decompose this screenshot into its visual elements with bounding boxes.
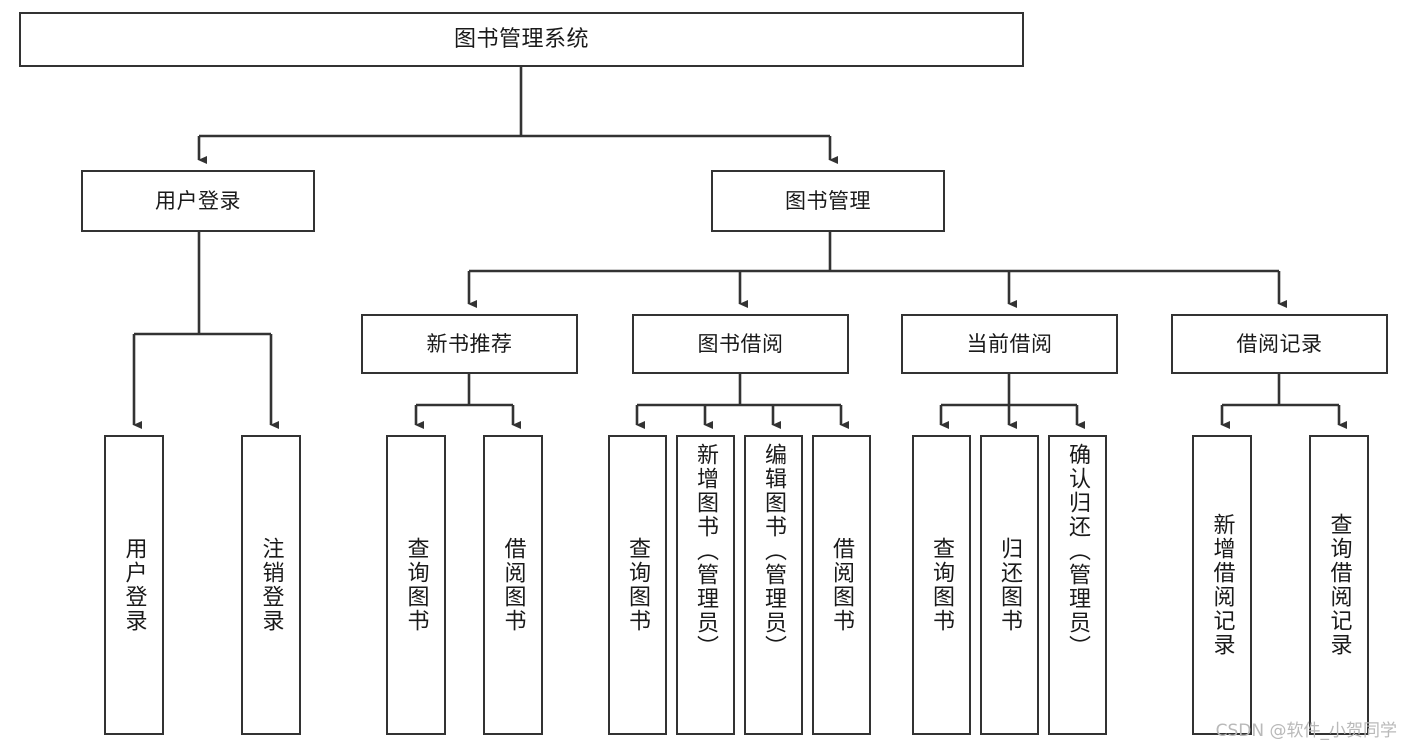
node-label: 查询图书 (403, 537, 429, 633)
node-label: 确认归还（管理员） (1065, 443, 1091, 659)
leaf-record-query-borrow-record[interactable]: 查询借阅记录 (1309, 435, 1369, 735)
node-current-borrow[interactable]: 当前借阅 (901, 314, 1118, 374)
leaf-current-return-book[interactable]: 归还图书 (980, 435, 1039, 735)
node-label: 新增图书（管理员） (693, 443, 719, 659)
node-label: 新增借阅记录 (1209, 513, 1235, 657)
leaf-user-login-signout[interactable]: 注销登录 (241, 435, 301, 735)
node-book-management[interactable]: 图书管理 (711, 170, 945, 232)
leaf-record-add-borrow-record[interactable]: 新增借阅记录 (1192, 435, 1252, 735)
node-book-borrow[interactable]: 图书借阅 (632, 314, 849, 374)
node-label: 当前借阅 (966, 331, 1053, 356)
leaf-borrow-borrow-book[interactable]: 借阅图书 (812, 435, 871, 735)
leaf-user-login-signin[interactable]: 用户登录 (104, 435, 164, 735)
node-label: 新书推荐 (426, 331, 513, 356)
node-label: 借阅图书 (500, 537, 526, 633)
node-label: 注销登录 (258, 537, 284, 633)
node-label: 查询图书 (625, 537, 651, 633)
leaf-borrow-query-book[interactable]: 查询图书 (608, 435, 667, 735)
node-label: 编辑图书（管理员） (761, 443, 787, 659)
csdn-watermark: CSDN @软件_小贺同学 (1215, 721, 1397, 741)
node-borrow-record[interactable]: 借阅记录 (1171, 314, 1388, 374)
node-label: 用户登录 (121, 537, 147, 633)
node-new-book-recommend[interactable]: 新书推荐 (361, 314, 578, 374)
node-user-login[interactable]: 用户登录 (81, 170, 315, 232)
node-label: 图书管理系统 (453, 26, 589, 52)
leaf-current-confirm-return-admin[interactable]: 确认归还（管理员） (1048, 435, 1107, 735)
node-label: 图书借阅 (697, 331, 784, 356)
node-label: 图书管理 (785, 188, 871, 213)
node-label: 借阅记录 (1236, 331, 1323, 356)
node-label: 查询图书 (929, 537, 955, 633)
leaf-current-query-book[interactable]: 查询图书 (912, 435, 971, 735)
leaf-new-book-query-book[interactable]: 查询图书 (386, 435, 446, 735)
node-label: 归还图书 (997, 537, 1023, 633)
node-root-book-management-system[interactable]: 图书管理系统 (19, 12, 1024, 67)
leaf-new-book-borrow-book[interactable]: 借阅图书 (483, 435, 543, 735)
leaf-borrow-edit-book-admin[interactable]: 编辑图书（管理员） (744, 435, 803, 735)
node-label: 查询借阅记录 (1326, 513, 1352, 657)
node-label: 借阅图书 (829, 537, 855, 633)
leaf-borrow-add-book-admin[interactable]: 新增图书（管理员） (676, 435, 735, 735)
node-label: 用户登录 (155, 188, 241, 213)
